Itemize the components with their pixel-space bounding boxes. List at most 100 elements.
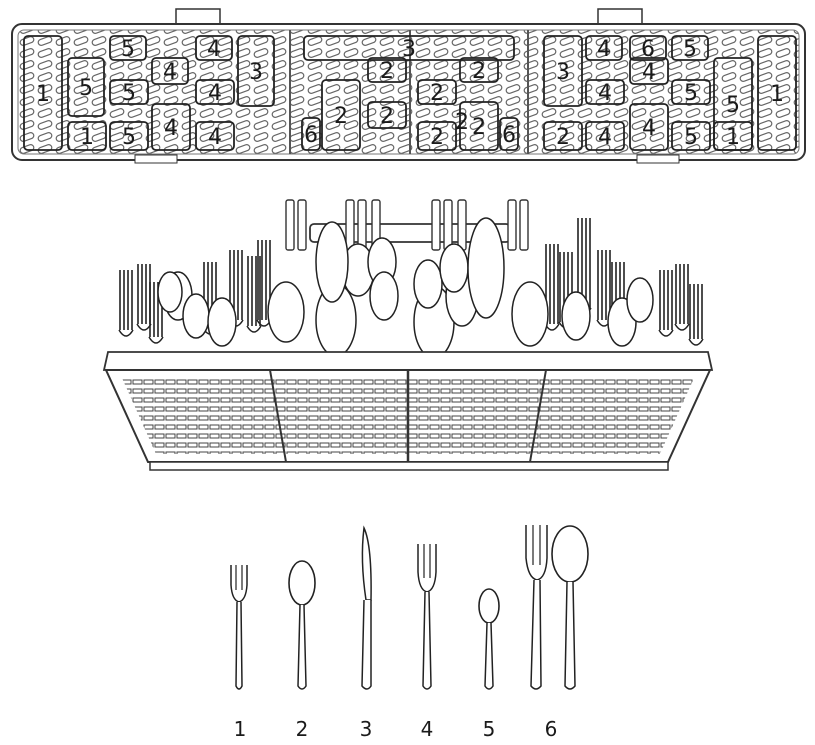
slot-number-label: 2 xyxy=(556,125,570,150)
slot-number-label: 4 xyxy=(642,116,656,141)
soup-spoon-icon xyxy=(288,560,316,690)
slot-number-label: 4 xyxy=(163,60,177,85)
slot-number-label: 5 xyxy=(684,81,698,106)
tray-slot xyxy=(303,35,515,61)
tray-slot xyxy=(195,121,235,151)
legend-number-5: 5 xyxy=(483,717,496,741)
slot-number-label: 2 xyxy=(472,59,486,84)
tray-slot xyxy=(23,35,63,151)
basket-spoon xyxy=(157,271,183,313)
basket-tine xyxy=(285,199,295,251)
tray-slot xyxy=(671,35,709,61)
basket-rim xyxy=(102,351,714,371)
slot-number-label: 2 xyxy=(380,59,394,84)
tray-foot xyxy=(636,154,680,164)
tray-slot xyxy=(151,57,189,85)
tray-slot xyxy=(713,121,753,151)
tray-slot xyxy=(367,57,407,83)
serving-set-icon xyxy=(525,525,589,690)
slot-number-label: 2 xyxy=(430,125,444,150)
slot-number-label: 4 xyxy=(207,37,221,62)
tray-slot xyxy=(321,79,361,151)
basket-fork xyxy=(688,284,704,346)
tray-slot xyxy=(543,35,583,107)
basket-base xyxy=(149,461,669,471)
tray-slot xyxy=(671,79,711,105)
basket-spoon xyxy=(511,281,549,347)
tray-slot xyxy=(585,35,623,61)
tray-slot xyxy=(629,35,667,61)
legend-number-1: 1 xyxy=(234,717,247,741)
tray-slot xyxy=(499,117,519,151)
slot-number-label: 4 xyxy=(597,37,611,62)
basket-spoon xyxy=(315,221,349,303)
tray-slot xyxy=(67,121,107,151)
tray-slot xyxy=(671,121,711,151)
basket-fork xyxy=(674,264,690,331)
basket-tine xyxy=(443,199,453,251)
slot-number-label: 4 xyxy=(642,60,656,85)
slot-number-label: 4 xyxy=(164,116,178,141)
legend-number-6: 6 xyxy=(545,717,558,741)
slot-number-label: 6 xyxy=(641,37,655,62)
slot-number-label: 5 xyxy=(122,81,136,106)
tray-grid xyxy=(17,29,800,155)
basket-tines xyxy=(285,199,529,251)
basket-fork xyxy=(544,244,560,331)
basket-cutlery xyxy=(118,217,704,359)
slot-number-label: 6 xyxy=(304,123,318,148)
legend-number-3: 3 xyxy=(360,717,373,741)
basket-spoon xyxy=(182,293,210,339)
tray-slot xyxy=(67,57,105,117)
basket-spoon xyxy=(267,281,305,343)
basket-spoon xyxy=(467,217,505,319)
basket-divider xyxy=(529,369,547,463)
slot-number-label: 2 xyxy=(334,104,348,129)
tray-slot xyxy=(757,35,797,151)
slot-number-label: 5 xyxy=(726,93,740,118)
slot-number-label: 5 xyxy=(121,37,135,62)
tray-slot xyxy=(237,35,275,107)
slot-number-label: 4 xyxy=(598,125,612,150)
tray-slot xyxy=(629,57,669,85)
slot-number-label: 2 xyxy=(380,104,394,129)
tray-slot xyxy=(417,79,457,105)
tray-slot xyxy=(459,101,499,151)
tray-slot xyxy=(543,121,583,151)
slot-number-label: 6 xyxy=(502,123,516,148)
slot-number-label: 3 xyxy=(556,60,570,85)
slot-number-label: 2 xyxy=(455,110,469,135)
tray-slot xyxy=(301,117,321,151)
tray-handle-left xyxy=(175,8,221,26)
slot-number-label: 5 xyxy=(684,125,698,150)
slot-number-label: 1 xyxy=(770,82,784,107)
slot-number-label: 1 xyxy=(36,82,50,107)
basket-spoon xyxy=(369,271,399,321)
tray-slot xyxy=(459,57,499,83)
dinner-fork-icon xyxy=(417,544,437,690)
tray-slot xyxy=(195,35,233,61)
slot-number-label: 4 xyxy=(208,81,222,106)
slot-number-label: 5 xyxy=(122,125,136,150)
tray-slot xyxy=(109,35,147,61)
tray-slot xyxy=(585,121,625,151)
tray-slot xyxy=(109,79,149,105)
slot-number-label: 3 xyxy=(402,37,416,62)
cutlery-basket-perspective xyxy=(102,199,714,471)
tray-foot xyxy=(134,154,178,164)
slot-number-label: 1 xyxy=(726,125,740,150)
tray-slot xyxy=(109,121,149,151)
slot-number-label: 1 xyxy=(80,125,94,150)
slot-number-label: 5 xyxy=(79,76,93,101)
basket-fork xyxy=(246,256,262,333)
tray-handle-right xyxy=(597,8,643,26)
legend-number-4: 4 xyxy=(421,717,434,741)
basket-spoon xyxy=(413,259,443,309)
basket-spoon xyxy=(439,243,469,293)
salad-fork-icon xyxy=(230,565,248,690)
basket-spoon xyxy=(207,297,237,347)
basket-divider xyxy=(269,369,287,463)
